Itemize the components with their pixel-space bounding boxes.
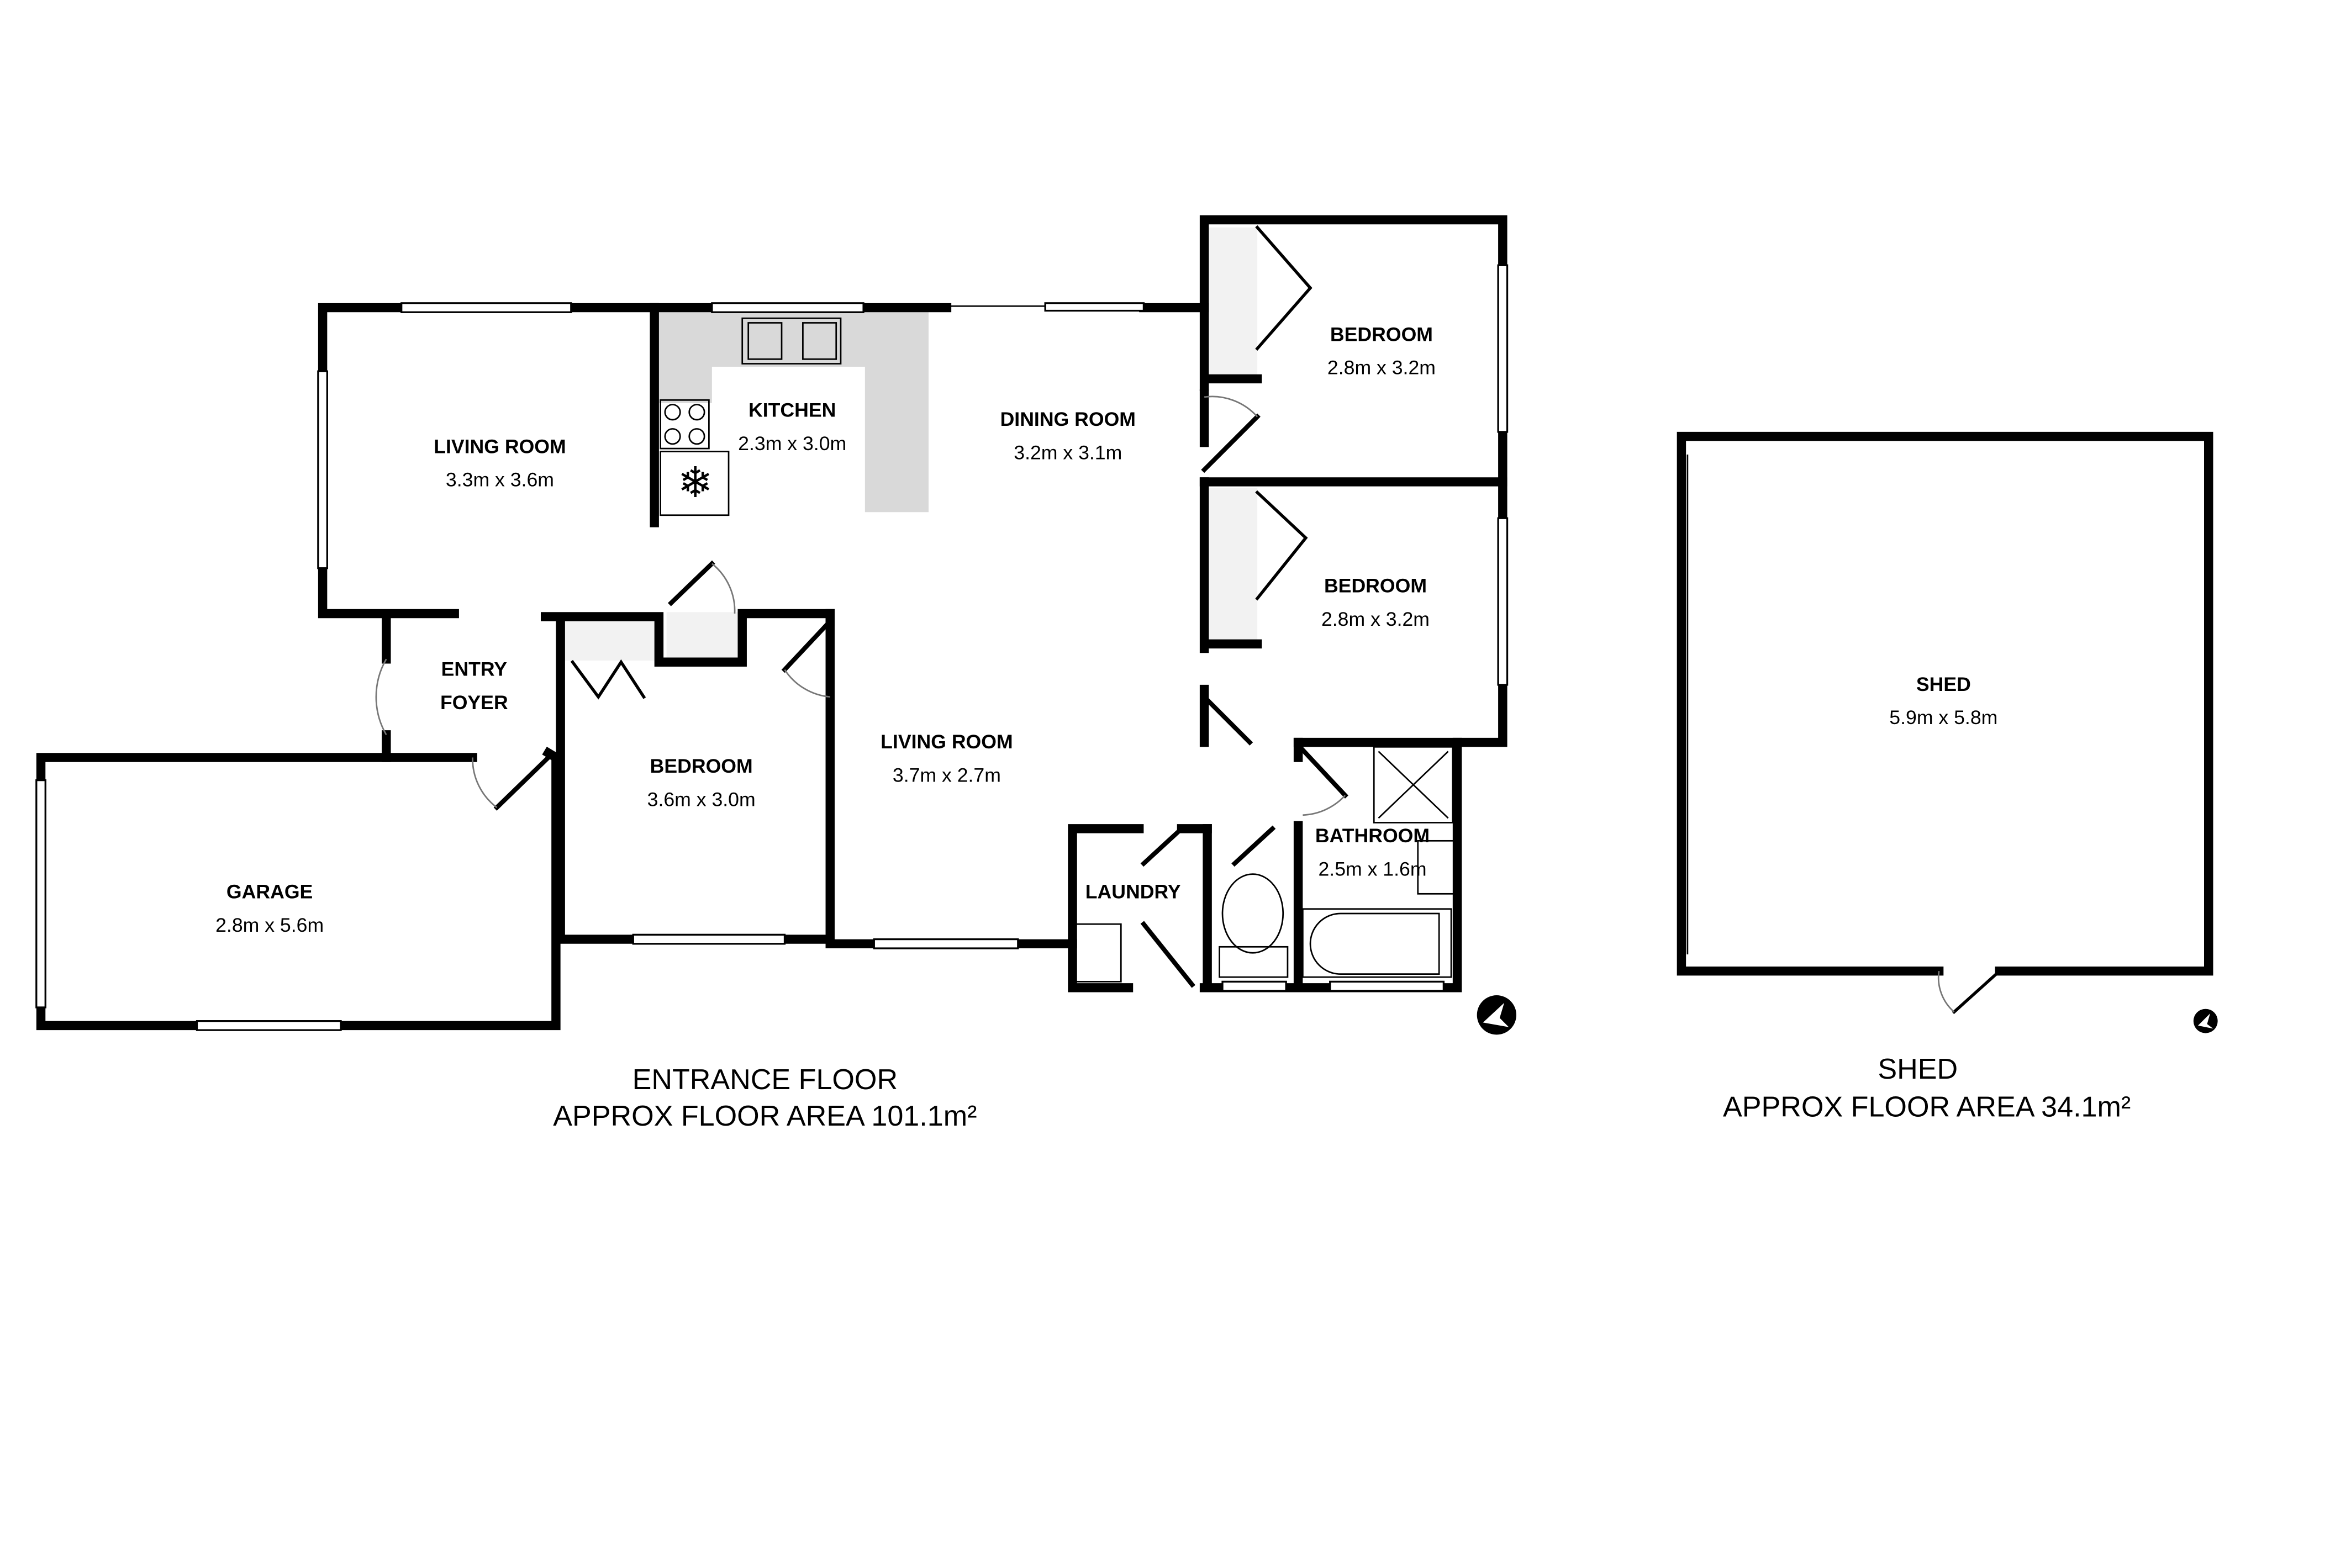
room-labels: LIVING ROOM 3.3m x 3.6m KITCHEN 2.3m x 3… (215, 323, 1997, 936)
room-dims: 3.6m x 3.0m (647, 788, 756, 810)
room-name: BEDROOM (650, 755, 753, 777)
room-name: KITCHEN (748, 399, 836, 421)
shed-walls (1677, 431, 2213, 1015)
floor-area: APPROX FLOOR AREA 101.1m² (553, 1100, 977, 1132)
floor-title: ENTRANCE FLOOR (632, 1064, 898, 1096)
laundry-tub-icon (1074, 923, 1122, 983)
toilet-icon (1219, 873, 1289, 978)
room-name: ENTRY (441, 658, 508, 680)
room-dims: 2.8m x 3.2m (1327, 357, 1436, 379)
compass-icon (2193, 1009, 2218, 1033)
room-dims: 3.7m x 2.7m (893, 764, 1001, 786)
shed-title: SHED (1878, 1053, 1958, 1085)
room-name: GARAGE (226, 881, 313, 903)
room-dims: 2.5m x 1.6m (1318, 858, 1426, 880)
room-dims: 2.8m x 3.2m (1321, 608, 1430, 630)
room-name: SHED (1916, 673, 1971, 695)
basin-icon (1417, 840, 1455, 895)
kitchen-counter (658, 312, 929, 513)
shed-area: APPROX FLOOR AREA 34.1m² (1723, 1091, 2131, 1123)
closets (565, 227, 1258, 661)
room-name: LIVING ROOM (434, 435, 566, 457)
room-name: BEDROOM (1330, 323, 1433, 345)
room-dims: 3.3m x 3.6m (446, 469, 554, 491)
bath-icon (1301, 908, 1452, 978)
windows (35, 264, 1509, 1031)
compass-icon (1477, 995, 1517, 1035)
sink-icon (741, 317, 842, 365)
doors (375, 225, 1348, 988)
svg-text:❄: ❄ (678, 458, 713, 508)
room-name: LIVING ROOM (881, 731, 1013, 753)
room-name: FOYER (440, 691, 508, 714)
stove-icon (660, 399, 710, 450)
room-dims: 3.2m x 3.1m (1014, 441, 1122, 463)
fridge-icon: ❄ (660, 451, 730, 516)
room-name: BEDROOM (1324, 575, 1427, 597)
room-dims: 5.9m x 5.8m (1889, 706, 1997, 728)
shower-icon (1373, 746, 1454, 823)
room-name: LAUNDRY (1085, 881, 1181, 903)
room-name: BATHROOM (1315, 825, 1430, 847)
room-dims: 2.3m x 3.0m (738, 432, 846, 455)
room-dims: 2.8m x 5.6m (215, 914, 324, 936)
room-name: DINING ROOM (1000, 408, 1136, 430)
